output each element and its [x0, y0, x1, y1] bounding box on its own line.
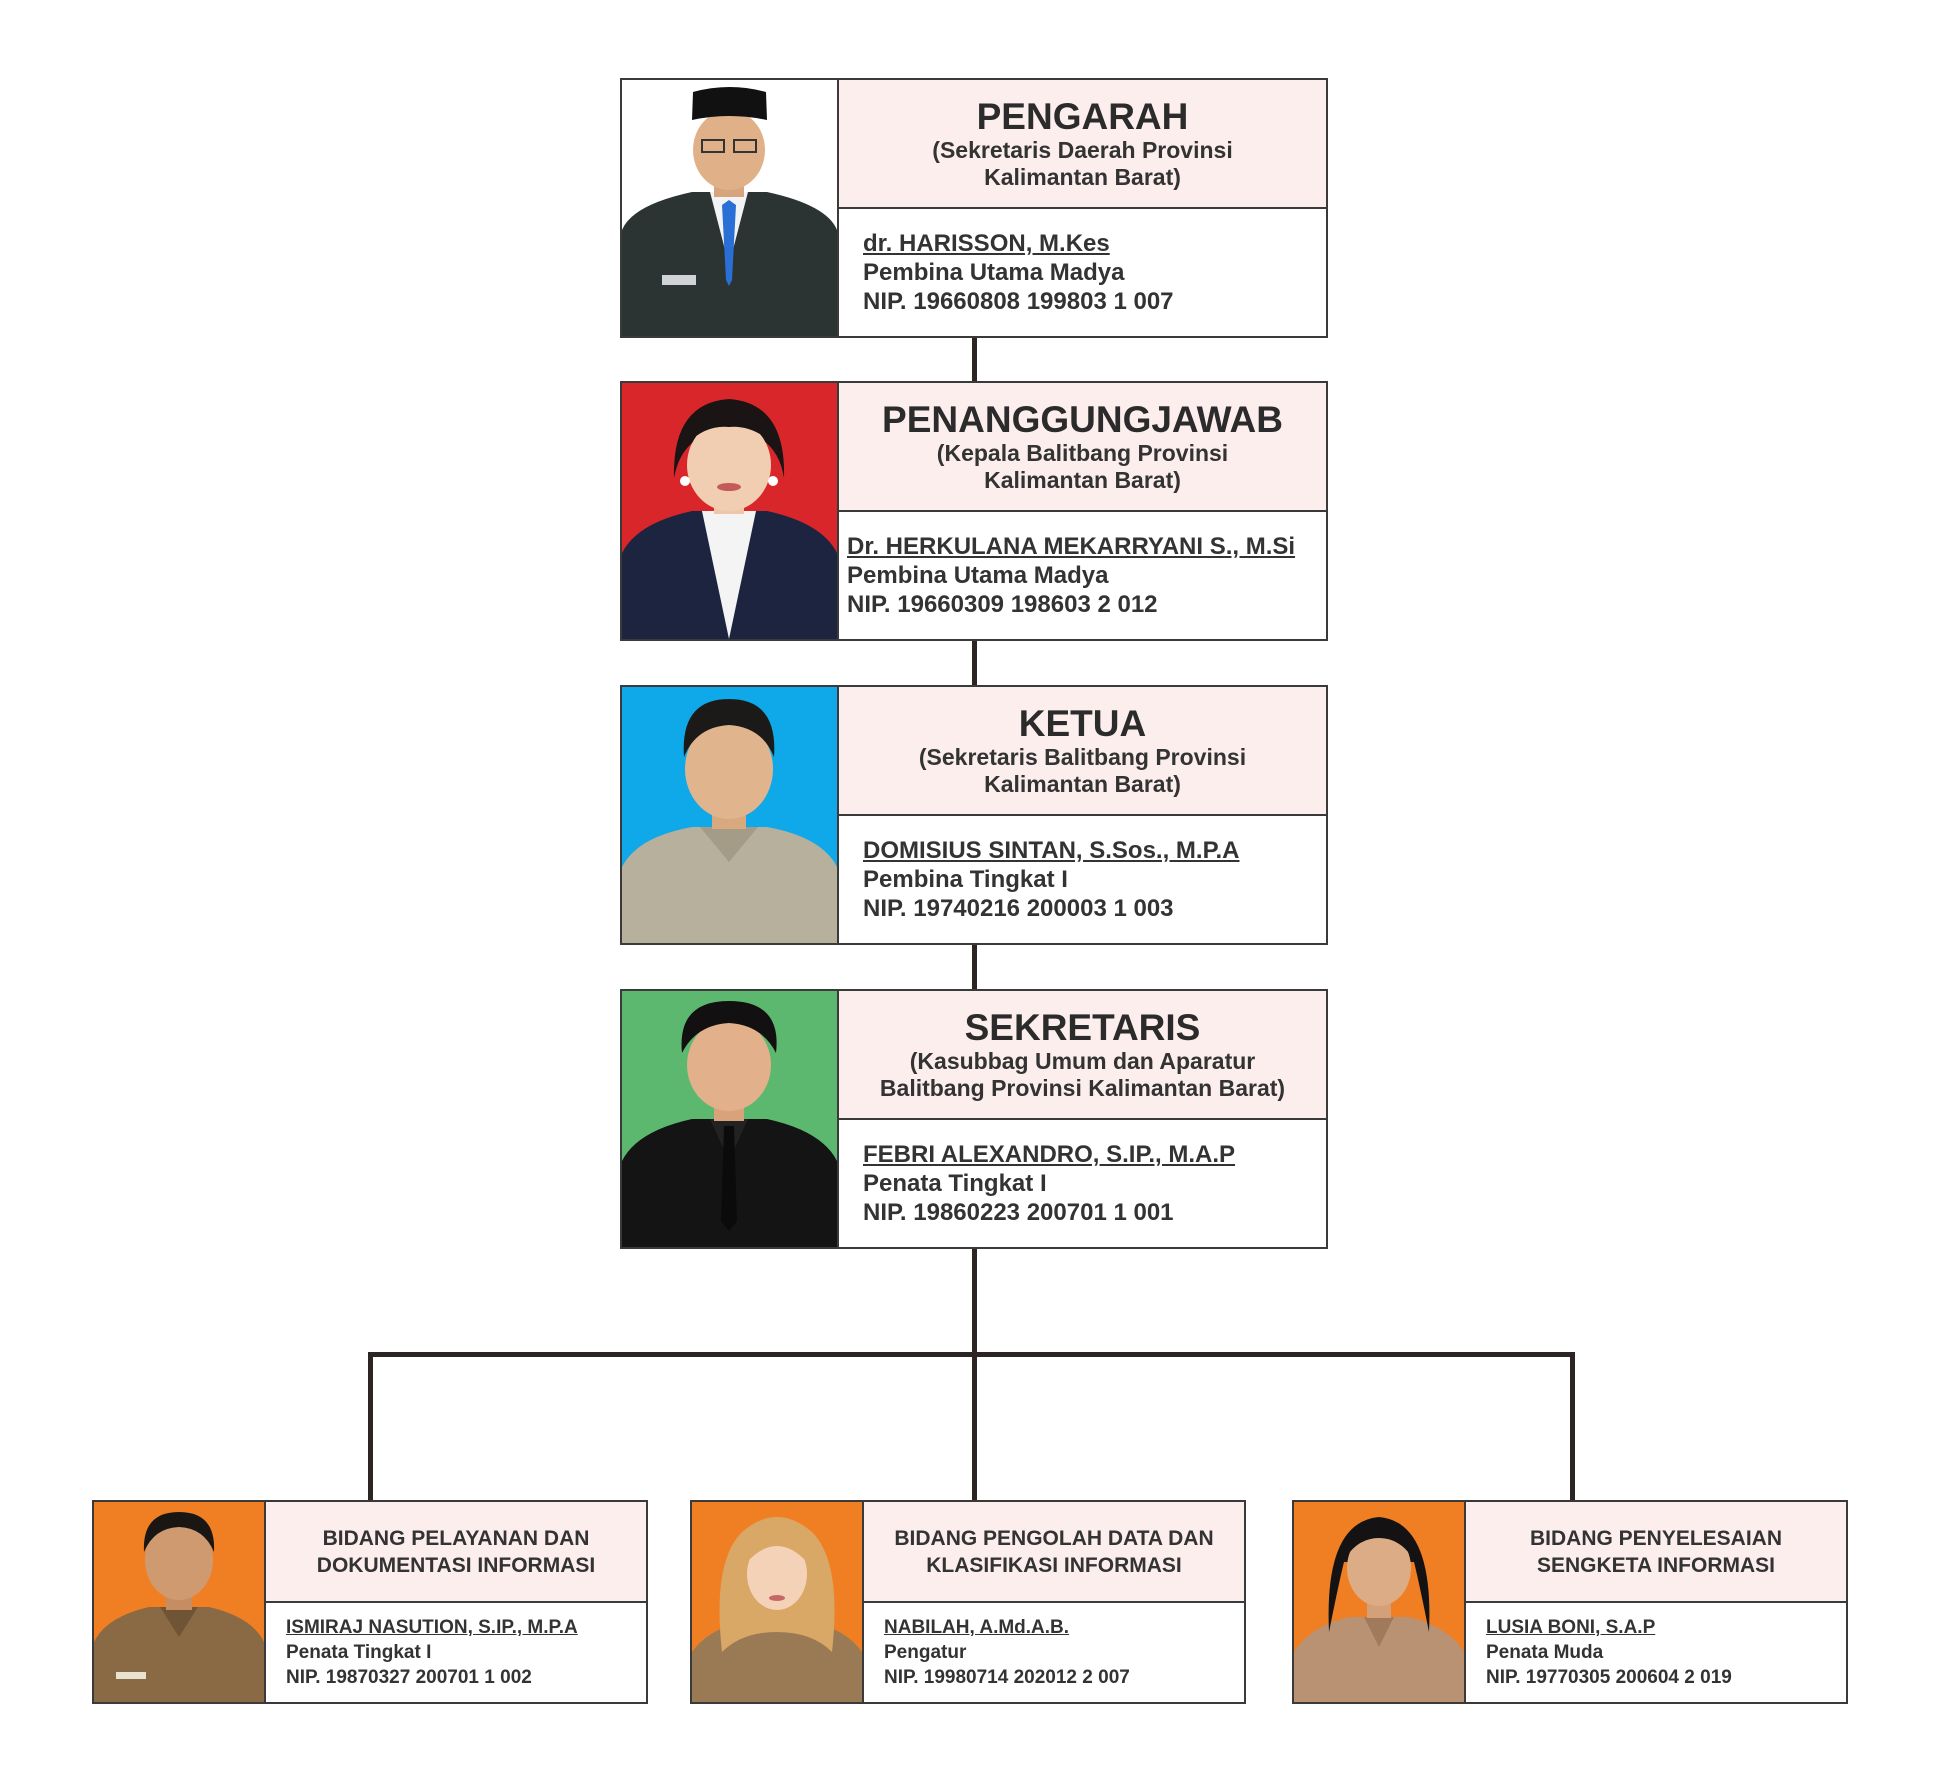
- person-nip: NIP. 19870327 200701 1 002: [286, 1667, 532, 1688]
- connector-drop-left: [368, 1352, 373, 1500]
- card-ketua: KETUA (Sekretaris Balitbang Provinsi Kal…: [620, 685, 1328, 945]
- person-nip: NIP. 19660808 199803 1 007: [863, 288, 1174, 315]
- person-name: Dr. HERKULANA MEKARRYANI S., M.Si: [847, 533, 1296, 560]
- person-name: ISMIRAJ NASUTION, S.IP., M.P.A: [286, 1617, 578, 1638]
- role-subtitle: (Kasubbag Umum dan Aparatur: [909, 1047, 1256, 1074]
- connector-pengarah-penanggungjawab: [972, 336, 977, 383]
- photo-pengarah: [622, 80, 837, 336]
- portrait-icon: [622, 80, 837, 336]
- person-rank: Pengatur: [884, 1642, 967, 1663]
- person-nip: NIP. 19770305 200604 2 019: [1486, 1667, 1732, 1688]
- role-subtitle: Kalimantan Barat): [984, 163, 1181, 190]
- connector-horizontal-bar: [368, 1352, 1575, 1357]
- person-name: FEBRI ALEXANDRO, S.IP., M.A.P: [863, 1141, 1236, 1168]
- card-sekretaris: SEKRETARIS (Kasubbag Umum dan Aparatur B…: [620, 989, 1328, 1249]
- role-subtitle: (Sekretaris Daerah Provinsi: [932, 136, 1233, 163]
- photo-sekretaris: [622, 991, 837, 1247]
- role-subtitle: Balitbang Provinsi Kalimantan Barat): [879, 1074, 1286, 1101]
- person-nip: NIP. 19660309 198603 2 012: [847, 591, 1158, 618]
- portrait-icon: [692, 1502, 862, 1702]
- photo-ketua: [622, 687, 837, 943]
- connector-ketua-sekretaris: [972, 944, 977, 991]
- photo-penanggungjawab: [622, 383, 837, 639]
- portrait-icon: [622, 383, 837, 639]
- person-name: LUSIA BONI, S.A.P: [1486, 1617, 1656, 1638]
- person-rank: Pembina Tingkat I: [863, 866, 1068, 893]
- person-nip: NIP. 19860223 200701 1 001: [863, 1199, 1174, 1226]
- card-bidang-pelayanan: BIDANG PELAYANAN DAN DOKUMENTASI INFORMA…: [92, 1500, 648, 1704]
- portrait-icon: [1294, 1502, 1464, 1702]
- division-title: BIDANG PENGOLAH DATA DAN: [894, 1526, 1214, 1550]
- connector-penanggungjawab-ketua: [972, 640, 977, 687]
- role-subtitle: (Sekretaris Balitbang Provinsi: [918, 743, 1247, 770]
- division-title: KLASIFIKASI INFORMASI: [926, 1553, 1182, 1577]
- photo-bidang-pengolah-data: [692, 1502, 862, 1702]
- person-rank: Pembina Utama Madya: [847, 562, 1109, 589]
- role-title: PENANGGUNGJAWAB: [882, 398, 1283, 440]
- role-title: PENGARAH: [976, 95, 1189, 137]
- connector-sekretaris-trunk: [972, 1248, 977, 1500]
- person-rank: Penata Muda: [1486, 1642, 1604, 1663]
- division-title: SENGKETA INFORMASI: [1536, 1553, 1775, 1577]
- portrait-icon: [622, 687, 837, 943]
- connector-drop-right: [1570, 1352, 1575, 1500]
- photo-bidang-pelayanan: [94, 1502, 264, 1702]
- card-penanggungjawab: PENANGGUNGJAWAB (Kepala Balitbang Provin…: [620, 381, 1328, 641]
- person-name: DOMISIUS SINTAN, S.Sos., M.P.A: [863, 837, 1240, 864]
- person-rank: Pembina Utama Madya: [863, 259, 1125, 286]
- role-subtitle: (Kepala Balitbang Provinsi: [936, 439, 1229, 466]
- portrait-icon: [94, 1502, 264, 1702]
- role-title: SEKRETARIS: [964, 1006, 1201, 1048]
- division-title: BIDANG PELAYANAN DAN: [322, 1526, 590, 1550]
- person-name: NABILAH, A.Md.A.B.: [884, 1617, 1070, 1638]
- person-rank: Penata Tingkat I: [286, 1642, 432, 1663]
- division-title: BIDANG PENYELESAIAN: [1529, 1526, 1783, 1550]
- role-subtitle: Kalimantan Barat): [984, 770, 1181, 797]
- person-rank: Penata Tingkat I: [863, 1170, 1047, 1197]
- person-nip: NIP. 19740216 200003 1 003: [863, 895, 1174, 922]
- card-bidang-pengolah-data: BIDANG PENGOLAH DATA DAN KLASIFIKASI INF…: [690, 1500, 1246, 1704]
- person-nip: NIP. 19980714 202012 2 007: [884, 1667, 1130, 1688]
- division-title: DOKUMENTASI INFORMASI: [316, 1553, 596, 1577]
- portrait-icon: [622, 991, 837, 1247]
- card-bidang-penyelesaian-sengketa: BIDANG PENYELESAIAN SENGKETA INFORMASI L…: [1292, 1500, 1848, 1704]
- person-name: dr. HARISSON, M.Kes: [863, 230, 1110, 257]
- photo-bidang-penyelesaian-sengketa: [1294, 1502, 1464, 1702]
- card-pengarah: PENGARAH (Sekretaris Daerah Provinsi Kal…: [620, 78, 1328, 338]
- role-title: KETUA: [1018, 702, 1147, 744]
- role-subtitle: Kalimantan Barat): [984, 466, 1181, 493]
